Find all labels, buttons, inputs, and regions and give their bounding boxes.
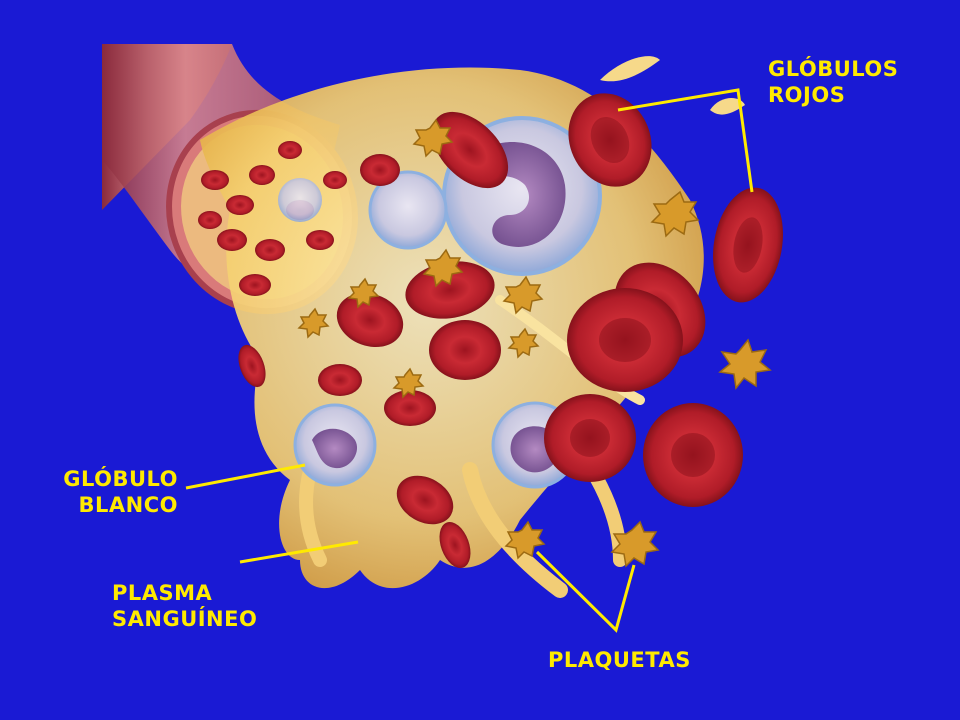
label-platelets-line1: PLAQUETAS: [548, 648, 691, 672]
callout-plasma: [239, 540, 359, 564]
red-blood-cell: [431, 111, 509, 189]
callout-white-cell: [185, 463, 306, 490]
white-blood-cell-medium: [368, 170, 448, 250]
platelet: [347, 277, 380, 309]
red-blood-cell: [568, 93, 652, 187]
red-blood-cell: [238, 344, 266, 388]
vessel-red-cells: [198, 141, 347, 296]
platelet: [502, 275, 544, 315]
red-blood-cell: [713, 187, 783, 303]
red-blood-cell: [318, 364, 362, 396]
callout-platelets: [535, 550, 636, 633]
red-blood-cell: [360, 154, 400, 186]
callout-lines: [185, 88, 754, 633]
platelet: [297, 307, 330, 339]
red-blood-cell: [429, 320, 501, 380]
label-red-blood-cells: GLÓBULOS ROJOS: [768, 56, 898, 108]
platelet: [650, 190, 700, 238]
label-platelets: PLAQUETAS: [548, 647, 691, 673]
label-white-blood-cell-line1: GLÓBULO: [63, 467, 178, 491]
platelet: [392, 367, 425, 399]
platelet: [412, 118, 454, 158]
red-blood-cell: [439, 521, 471, 569]
red-blood-cells: [238, 93, 783, 569]
red-blood-cell: [544, 394, 636, 482]
label-red-blood-cells-line1: GLÓBULOS: [768, 57, 899, 81]
red-blood-cell: [384, 390, 436, 426]
platelet: [610, 520, 660, 568]
platelet: [718, 338, 772, 390]
red-blood-cell: [396, 475, 454, 525]
platelet: [507, 327, 540, 359]
label-blood-plasma-line2: SANGUÍNEO: [112, 607, 258, 631]
red-blood-cell: [336, 292, 404, 348]
red-blood-cell: [643, 403, 743, 507]
callout-red-cells: [617, 88, 754, 193]
red-blood-cell: [405, 261, 495, 319]
label-blood-plasma-line1: PLASMA: [112, 581, 213, 605]
platelets: [297, 118, 772, 568]
label-white-blood-cell: GLÓBULO BLANCO: [62, 466, 178, 518]
label-blood-plasma: PLASMA SANGUÍNEO: [112, 580, 257, 632]
red-blood-cell: [567, 288, 683, 392]
white-blood-cells: [293, 116, 602, 489]
label-red-blood-cells-line2: ROJOS: [768, 83, 846, 107]
white-blood-cell-labeled: [293, 403, 377, 487]
platelet: [422, 248, 464, 288]
platelet: [504, 520, 546, 560]
label-white-blood-cell-line2: BLANCO: [78, 493, 178, 517]
